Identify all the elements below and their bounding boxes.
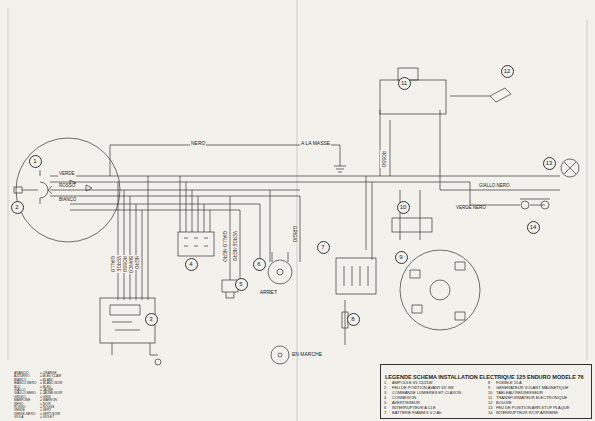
- callout-circle: 13: [543, 157, 556, 170]
- legend-item: 5: [384, 401, 386, 405]
- legend-item: TABLEAU REDRESSEUR: [496, 391, 543, 395]
- legend-item: BOUGIE: [496, 401, 512, 405]
- legend-item: GENERATEUR VOLANT MAGNETIQUE: [496, 386, 569, 390]
- wire-bundle: [40, 96, 560, 345]
- wire-label: GIALLO NERO: [478, 184, 511, 189]
- wire-label: ROSSO: [381, 150, 386, 168]
- legend-item: FEU DE POSITION ARR.STOP PLAQUE: [496, 406, 569, 410]
- wire-label: ROSSO: [58, 184, 76, 189]
- wire-label: ARRET: [260, 290, 277, 295]
- wire-label: GIALLO: [110, 255, 115, 273]
- generator: [400, 250, 480, 330]
- callout-circle: 8: [347, 313, 360, 326]
- callout-number: 9: [399, 254, 402, 260]
- ignition-module: [380, 68, 511, 114]
- callout-number: 5: [239, 281, 242, 287]
- legend-item: 11: [488, 396, 492, 400]
- tail-light: [561, 159, 579, 177]
- callout-number: 4: [189, 261, 192, 267]
- legend-item: 7: [384, 411, 386, 415]
- connector-block: [178, 232, 214, 256]
- ground-symbol: [334, 160, 346, 172]
- callout-circle: 2: [11, 201, 24, 214]
- callout-circle: 12: [501, 65, 514, 78]
- wire-label: GIALLO-NERO: [222, 230, 227, 263]
- legend-item: CONNEXION: [392, 396, 416, 400]
- color-code: VIOLA: [14, 416, 23, 419]
- callout-circle: 5: [235, 278, 248, 291]
- key-switch: [268, 252, 292, 364]
- callout-number: 6: [257, 261, 260, 267]
- legend-item: 4: [384, 396, 386, 400]
- wire-label: ROSSO: [122, 255, 127, 273]
- light-switch: [100, 298, 161, 365]
- wire-label: VERDE NERO: [455, 206, 487, 211]
- legend-item: 3: [384, 391, 386, 395]
- legend-item: 14: [488, 411, 492, 415]
- callout-circle: 11: [398, 77, 411, 90]
- wire-label: NERO: [190, 141, 206, 146]
- callout-number: 3: [149, 316, 152, 322]
- wire-label: A LA MASSE: [300, 141, 331, 146]
- legend-item: COMMANDE LUMIERES ET CLAXON: [392, 391, 461, 395]
- battery: [336, 258, 376, 294]
- callout-number: 14: [530, 224, 537, 230]
- wire-label: VERDE: [58, 172, 76, 177]
- wire-label: VERDE-NERO: [232, 230, 237, 262]
- stop-switch: [520, 199, 550, 209]
- legend-item: 9: [488, 386, 490, 390]
- wire-label: GRIGIO: [292, 225, 297, 243]
- callout-number: 13: [546, 160, 553, 166]
- callout-number: 8: [351, 316, 354, 322]
- legend-item: TRANSFORMATEUR ELECTRONIQUE: [496, 396, 567, 400]
- callout-number: 1: [33, 158, 36, 164]
- legend-item: 12: [488, 401, 492, 405]
- sheet-frame: [8, 0, 587, 421]
- wire-label: BIANCO: [128, 255, 133, 274]
- callout-number: 7: [321, 244, 324, 250]
- legend-item: INTERRUPTEUR STOP ARRIERE: [496, 411, 558, 415]
- callout-number: 2: [15, 204, 18, 210]
- callout-circle: 1: [29, 155, 42, 168]
- wire-label: NERO: [134, 255, 139, 270]
- legend-item: 8: [488, 381, 490, 385]
- callout-number: 11: [401, 80, 407, 86]
- callout-circle: 4: [185, 258, 198, 271]
- legend-item: 6: [384, 406, 386, 410]
- callout-circle: 3: [145, 313, 158, 326]
- callout-number: 12: [504, 68, 511, 74]
- legend-item: BATTERIE FIAMM 6 V 2 Ah: [392, 411, 442, 415]
- callout-circle: 14: [527, 221, 540, 234]
- callout-circle: 6: [253, 258, 266, 271]
- callout-number: 10: [400, 204, 407, 210]
- legend-item: AMPOULE 6V 25/25W: [392, 381, 432, 385]
- legend-item: 13: [488, 406, 492, 410]
- callout-circle: 10: [397, 201, 410, 214]
- legend-item: INTERRUPTEUR A CLE: [392, 406, 436, 410]
- legend-item: AVERTISSEUR: [392, 401, 420, 405]
- wire-label: VERDE: [116, 255, 121, 273]
- wire-label: EN MARCHE: [292, 352, 322, 357]
- legend-item: 1: [384, 381, 386, 385]
- legend-item: 2: [384, 386, 386, 390]
- callout-circle: 7: [317, 241, 330, 254]
- callout-circle: 9: [395, 251, 408, 264]
- legend-item: 10: [488, 391, 492, 395]
- color-code: = VIOLET: [40, 416, 54, 419]
- legend-item: FUSIBLE 15 A: [496, 381, 522, 385]
- rectifier: [392, 218, 432, 232]
- legend-item: FEU DE POSITION AVANT 6V 3W: [392, 386, 454, 390]
- wire-label: BIANCO: [58, 198, 77, 203]
